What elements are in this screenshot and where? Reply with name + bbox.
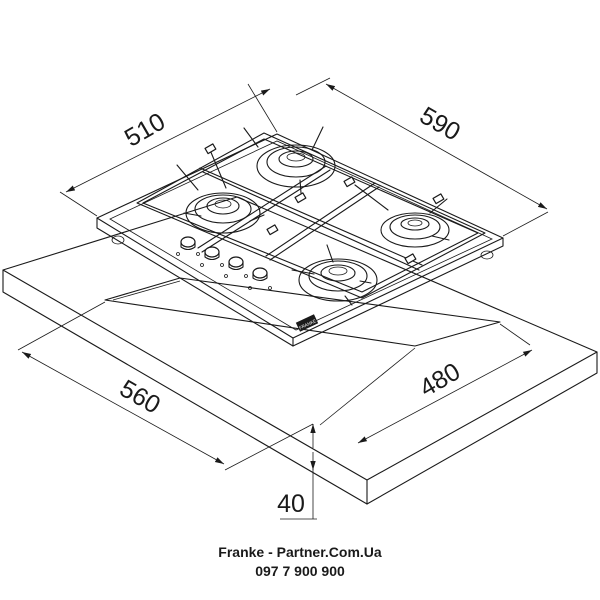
dimension-cutout-width: 560 xyxy=(17,301,314,471)
footer-brand-line: Franke - Partner.Com.Ua xyxy=(218,544,382,560)
dimension-worktop-thickness-label: 40 xyxy=(277,490,305,518)
dimension-cutout-depth: 480 xyxy=(319,323,533,444)
dimension-cutout-depth-label: 480 xyxy=(415,357,465,402)
brand-logo: FRANKE xyxy=(295,314,319,332)
dimension-hob-width: 590 xyxy=(295,77,549,237)
burner-left xyxy=(185,192,261,234)
dimension-hob-width-label: 590 xyxy=(415,101,465,146)
dimension-worktop-thickness: 40 xyxy=(277,424,317,520)
knob-2 xyxy=(200,246,224,267)
dimension-cutout-width-label: 560 xyxy=(115,374,165,419)
worktop xyxy=(2,196,598,505)
burner-rear xyxy=(256,144,336,188)
burner-front xyxy=(298,258,378,302)
burner-right xyxy=(380,212,450,248)
dimension-hob-depth-label: 510 xyxy=(120,107,170,152)
knob-1 xyxy=(176,236,200,256)
knob-4 xyxy=(248,267,272,290)
knob-3 xyxy=(224,256,248,278)
control-knobs xyxy=(176,236,272,290)
worktop-cutout xyxy=(104,277,501,347)
footer-phone: 097 7 900 900 xyxy=(255,563,345,579)
